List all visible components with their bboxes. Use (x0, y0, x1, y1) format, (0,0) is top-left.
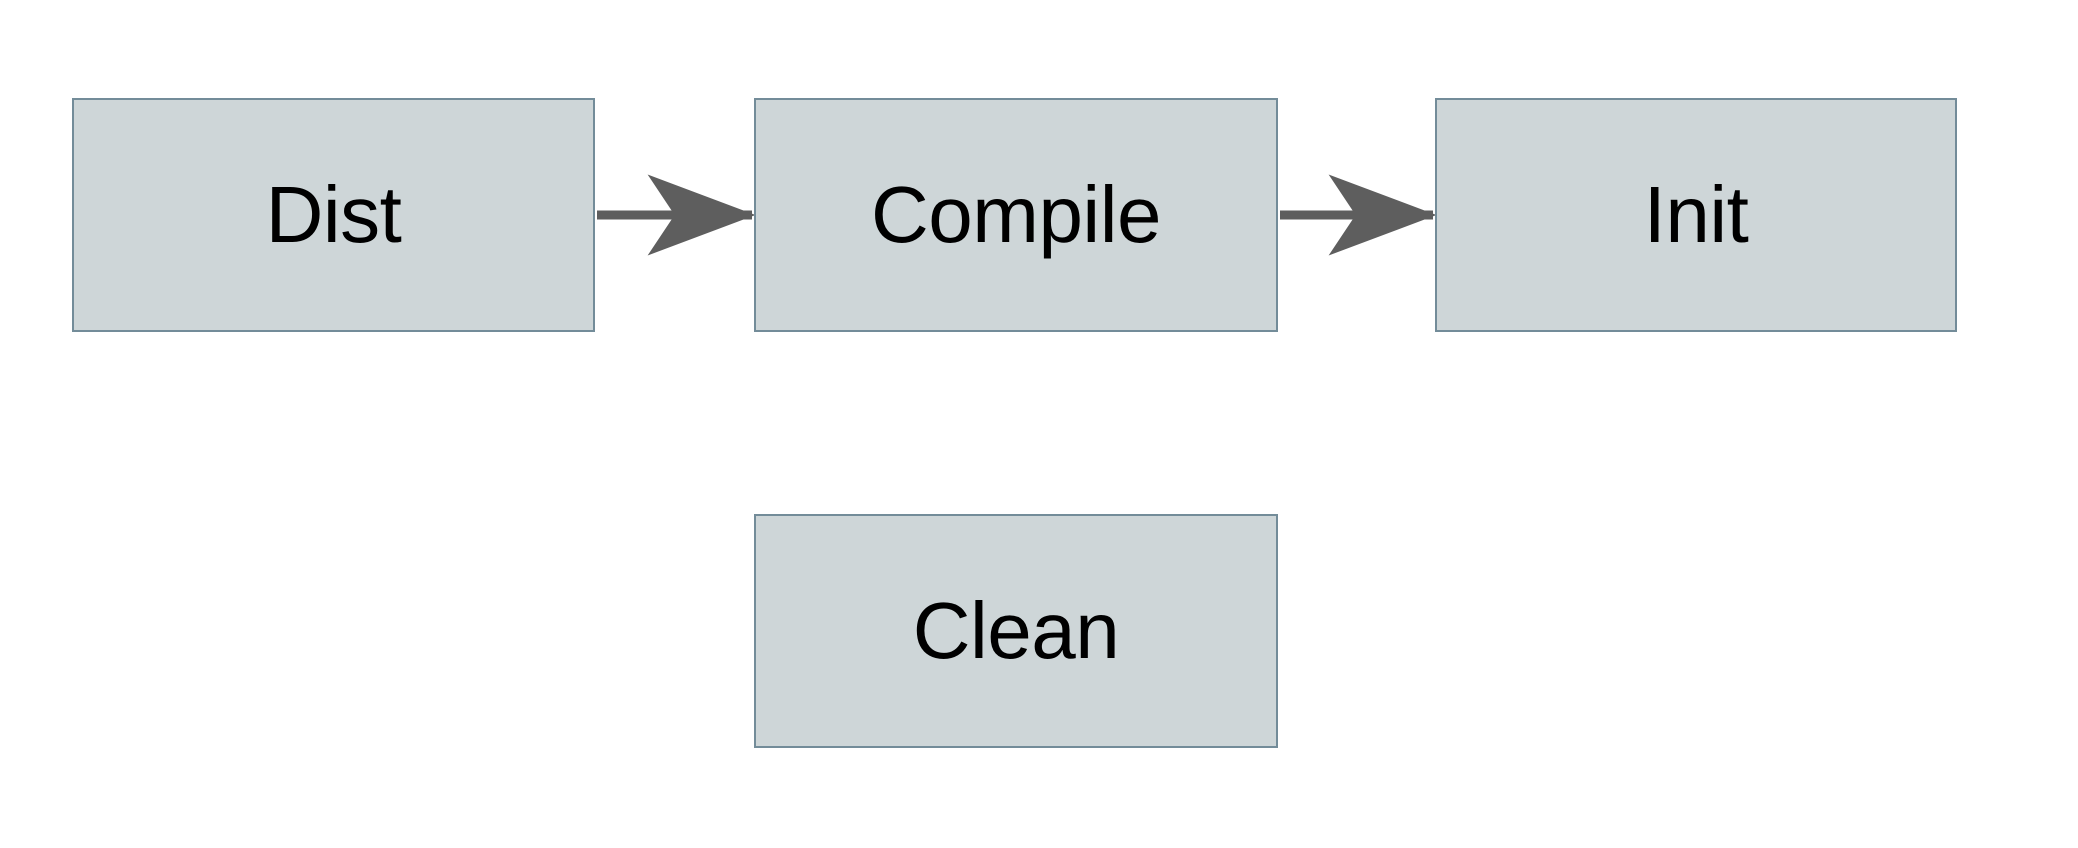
node-init-label: Init (1643, 170, 1749, 259)
node-init[interactable]: Init (1435, 98, 1957, 332)
node-clean-label: Clean (912, 586, 1120, 675)
node-dist[interactable]: Dist (72, 98, 595, 332)
node-clean[interactable]: Clean (754, 514, 1278, 748)
node-compile[interactable]: Compile (754, 98, 1278, 332)
node-compile-label: Compile (871, 170, 1161, 259)
node-dist-label: Dist (265, 170, 402, 259)
